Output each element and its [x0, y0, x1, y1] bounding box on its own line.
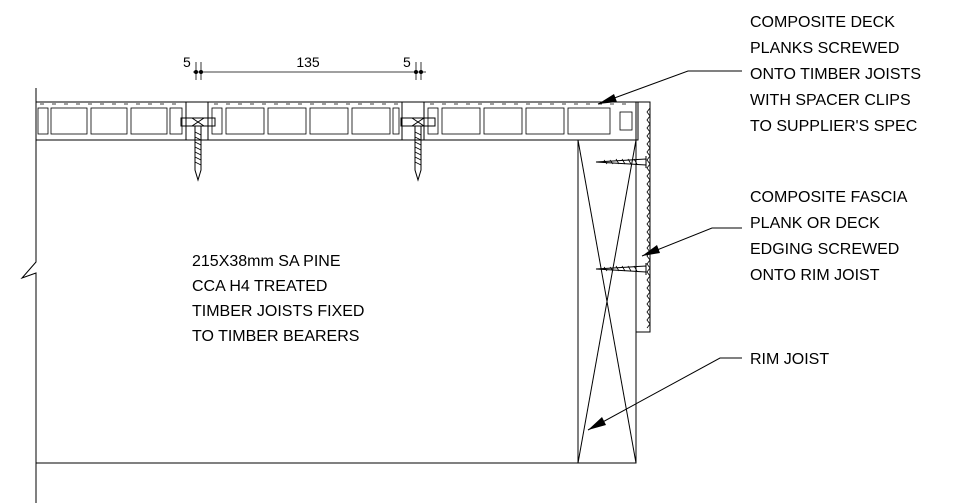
callout-deck-line-1: COMPOSITE DECK	[750, 14, 895, 31]
joist-note-line-4: TO TIMBER BEARERS	[192, 328, 359, 345]
joist-note: 215X38mm SA PINE CCA H4 TREATED TIMBER J…	[192, 253, 364, 345]
callout-fascia-line-2: PLANK OR DECK	[750, 215, 880, 232]
joist-note-line-2: CCA H4 TREATED	[192, 278, 327, 295]
callout-deck-line-5: TO SUPPLIER'S SPEC	[750, 118, 917, 135]
timber-joist	[36, 139, 578, 464]
callout-deck-line-2: PLANKS SCREWED	[750, 40, 899, 57]
callout-deck-line-3: ONTO TIMBER JOISTS	[750, 66, 921, 83]
callout-fascia-line-1: COMPOSITE FASCIA	[750, 189, 908, 206]
screw-left	[194, 125, 202, 182]
callout-deck-planks: COMPOSITE DECK PLANKS SCREWED ONTO TIMBE…	[750, 14, 921, 135]
dimension-line: 5 135 5	[183, 54, 426, 80]
callout-fascia-line-3: EDGING SCREWED	[750, 241, 899, 258]
leader-rim-joist	[587, 357, 742, 431]
callout-fascia-line-4: ONTO RIM JOIST	[750, 267, 880, 284]
dim-plank-width: 135	[296, 54, 320, 70]
joist-note-line-3: TIMBER JOISTS FIXED	[192, 303, 364, 320]
dim-gap-left: 5	[183, 54, 191, 70]
spacer-clip-right	[400, 117, 436, 127]
rim-joist	[577, 139, 637, 464]
screw-right	[414, 125, 422, 182]
dim-gap-right: 5	[403, 54, 411, 70]
break-line	[20, 88, 37, 503]
fascia-screw-top	[595, 156, 647, 168]
callout-deck-line-4: WITH SPACER CLIPS	[750, 92, 911, 109]
callout-rim-joist-line-1: RIM JOIST	[750, 351, 829, 368]
fascia-screw-bottom	[595, 263, 647, 275]
joist-note-line-1: 215X38mm SA PINE	[192, 253, 341, 270]
leader-fascia	[641, 227, 742, 257]
leader-deck-planks	[597, 70, 742, 105]
fascia-plank	[635, 101, 651, 333]
callout-fascia: COMPOSITE FASCIA PLANK OR DECK EDGING SC…	[750, 189, 908, 284]
plank-cavities	[37, 107, 633, 135]
callout-rim-joist: RIM JOIST	[750, 351, 829, 368]
deck-planks	[35, 101, 639, 141]
